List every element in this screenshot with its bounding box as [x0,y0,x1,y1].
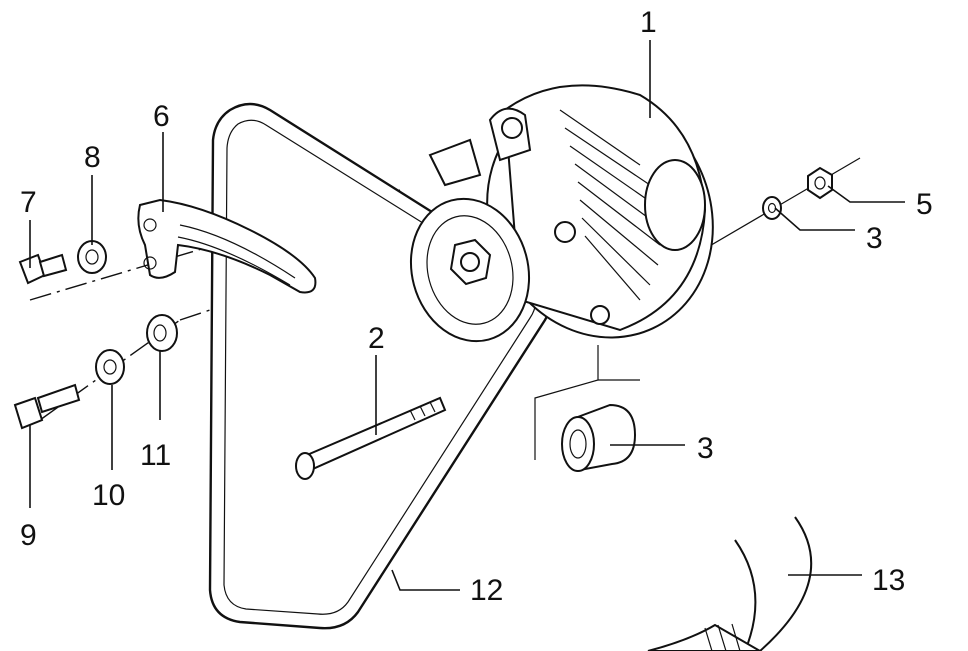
bolt-7 [18,253,68,285]
washer-8 [77,240,107,274]
callout-8: 8 [84,141,101,174]
bushing-3-inset [534,345,640,472]
callout-1: 1 [640,6,657,39]
adjusting-bracket [137,198,317,294]
nut-5 [807,166,833,200]
callout-10: 10 [92,479,125,512]
callout-3-upper: 3 [866,222,883,255]
bolt-9 [13,383,81,430]
callout-6: 6 [153,100,170,133]
callout-9: 9 [20,519,37,552]
hose-13 [647,516,813,651]
callout-3-inset: 3 [697,432,714,465]
callout-12: 12 [470,574,503,607]
washer-3-upper [762,196,782,220]
callout-13: 13 [872,564,905,597]
callout-7: 7 [20,186,37,219]
callout-11: 11 [140,439,171,472]
spacer-11 [146,314,178,352]
leader-lines [29,40,905,591]
callout-2: 2 [368,322,385,355]
alternator [409,84,714,343]
through-bolt-2 [295,396,447,480]
callout-5: 5 [916,188,933,221]
washer-10 [95,349,125,385]
